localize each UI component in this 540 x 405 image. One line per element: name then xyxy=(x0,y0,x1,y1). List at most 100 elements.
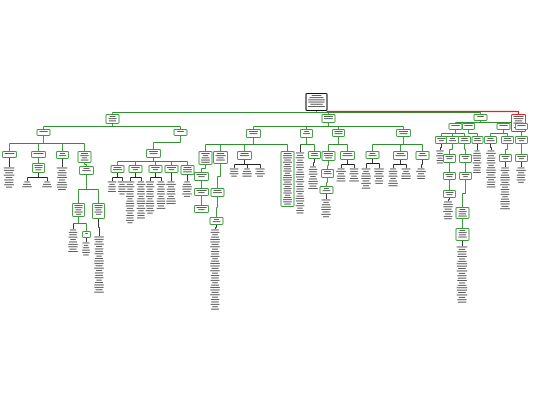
text-line xyxy=(444,201,452,203)
node-text-line xyxy=(282,183,292,185)
node-text-line xyxy=(284,159,291,161)
text-line xyxy=(166,200,176,202)
node-text-line xyxy=(283,201,292,203)
text-line xyxy=(501,198,509,200)
text-line xyxy=(146,191,154,192)
text-line xyxy=(243,170,251,172)
text-note xyxy=(443,201,453,220)
tree-node xyxy=(194,172,209,181)
tree-node xyxy=(79,166,94,175)
text-line xyxy=(362,173,370,175)
node-text-line xyxy=(283,155,292,157)
text-line xyxy=(443,203,453,205)
text-line xyxy=(137,205,145,207)
text-note xyxy=(295,152,305,214)
text-line xyxy=(457,299,467,301)
tree-node xyxy=(300,129,313,138)
node-text-line xyxy=(201,159,210,161)
text-line xyxy=(516,174,526,176)
text-line xyxy=(500,201,510,202)
node-text-line xyxy=(183,169,192,171)
text-line xyxy=(69,248,77,250)
text-note xyxy=(125,181,135,224)
node-text-line xyxy=(196,174,207,175)
text-note xyxy=(436,150,444,164)
text-line xyxy=(68,231,78,233)
text-line xyxy=(210,299,220,300)
text-note xyxy=(182,181,192,197)
node-text-line xyxy=(324,118,333,120)
text-line xyxy=(500,177,510,178)
text-line xyxy=(94,277,104,279)
tree-node xyxy=(82,231,91,238)
node-text-line xyxy=(395,155,406,157)
node-text-line xyxy=(283,197,292,198)
tree-node-frame xyxy=(396,129,411,137)
text-line xyxy=(295,198,305,199)
text-line xyxy=(69,241,77,243)
text-line xyxy=(138,210,144,212)
text-line xyxy=(82,242,90,244)
text-line xyxy=(472,155,482,157)
text-line xyxy=(417,168,425,170)
text-line xyxy=(94,286,104,288)
node-text-line xyxy=(216,159,225,161)
node-text-line xyxy=(477,116,484,117)
text-line xyxy=(156,200,166,202)
text-line xyxy=(137,181,145,183)
text-line xyxy=(145,203,155,204)
node-text-line xyxy=(519,140,525,142)
text-line xyxy=(157,181,165,183)
text-line xyxy=(95,265,103,267)
text-line xyxy=(474,150,480,152)
text-line xyxy=(56,167,68,169)
tree-node xyxy=(443,172,456,180)
text-line xyxy=(516,179,526,181)
text-line xyxy=(473,172,481,173)
text-note xyxy=(416,168,426,179)
text-line xyxy=(94,238,104,240)
text-line xyxy=(94,272,104,274)
text-line xyxy=(351,175,357,177)
text-line xyxy=(374,168,384,170)
tree-node xyxy=(31,151,46,158)
text-line xyxy=(59,179,66,181)
node-text-line xyxy=(517,125,526,126)
text-line xyxy=(308,188,318,189)
text-line xyxy=(321,206,331,208)
text-line xyxy=(4,181,14,183)
text-line xyxy=(458,268,466,269)
text-line xyxy=(183,183,191,185)
text-line xyxy=(82,252,90,253)
text-line xyxy=(210,241,220,243)
text-line xyxy=(295,157,305,159)
tree-node xyxy=(237,151,252,160)
tree-node-frame xyxy=(308,151,321,159)
text-line xyxy=(388,185,398,187)
tree-node-frame xyxy=(499,154,512,162)
text-line xyxy=(437,162,443,164)
node-text-line xyxy=(513,116,524,117)
text-line xyxy=(136,200,146,202)
text-note xyxy=(388,168,398,187)
text-line xyxy=(296,188,304,190)
text-line xyxy=(472,162,482,164)
text-line xyxy=(210,289,220,291)
text-line xyxy=(501,174,509,176)
node-text-line xyxy=(75,209,82,211)
tree-node xyxy=(128,165,143,173)
tree-node-frame xyxy=(56,151,69,159)
text-line xyxy=(168,195,174,197)
tree-node-frame xyxy=(332,129,345,137)
text-line xyxy=(297,169,303,171)
node-text-line xyxy=(74,205,83,206)
tree-node xyxy=(393,151,408,160)
text-line xyxy=(374,180,384,182)
node-text-line xyxy=(239,155,250,157)
node-text-line xyxy=(446,176,453,178)
text-line xyxy=(94,236,104,238)
text-line xyxy=(444,218,452,220)
text-line xyxy=(157,193,165,195)
node-text-line xyxy=(324,153,333,154)
text-line xyxy=(295,152,305,154)
